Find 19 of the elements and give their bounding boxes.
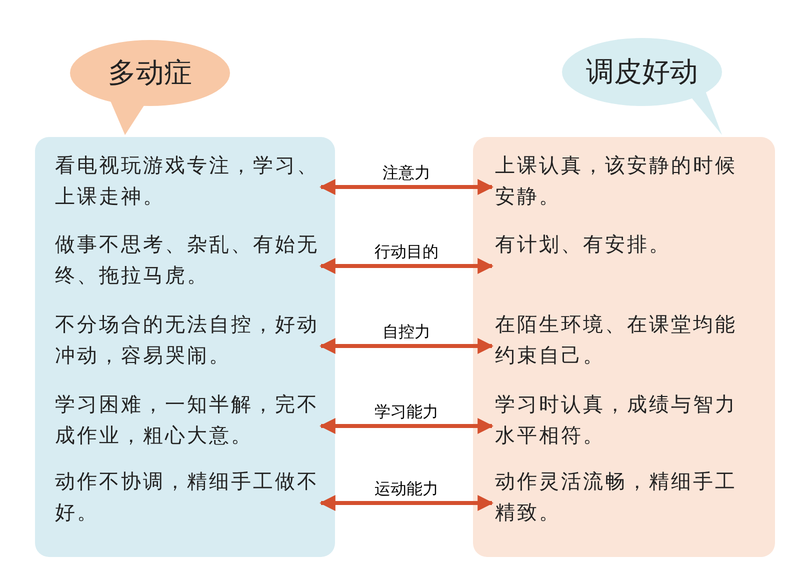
description-text: 不分场合的无法自控，好动冲动，容易哭闹。: [55, 309, 319, 371]
description-text: 动作不协调，精细手工做不好。: [55, 466, 319, 528]
double-arrow: [319, 495, 494, 511]
description-text: 在陌生环境、在课堂均能约束自己。: [495, 309, 757, 371]
heading-text: 调皮好动: [586, 54, 698, 90]
double-arrow: [319, 338, 494, 354]
heading-text: 多动症: [108, 55, 192, 91]
double-arrow: [319, 179, 494, 195]
double-arrow: [319, 258, 494, 274]
panel: [35, 137, 335, 557]
description-text: 学习困难，一知半解，完不成作业，粗心大意。: [55, 389, 319, 451]
panel: [473, 137, 775, 557]
double-arrow: [319, 418, 494, 434]
description-text: 动作灵活流畅，精细手工精致。: [495, 466, 757, 528]
description-text: 有计划、有安排。: [495, 229, 757, 291]
description-text: 做事不思考、杂乱、有始无终、拖拉马虎。: [55, 229, 319, 291]
description-text: 上课认真，该安静的时候安静。: [495, 150, 757, 212]
description-text: 看电视玩游戏专注，学习、上课走神。: [55, 150, 319, 212]
description-text: 学习时认真，成绩与智力水平相符。: [495, 389, 757, 451]
